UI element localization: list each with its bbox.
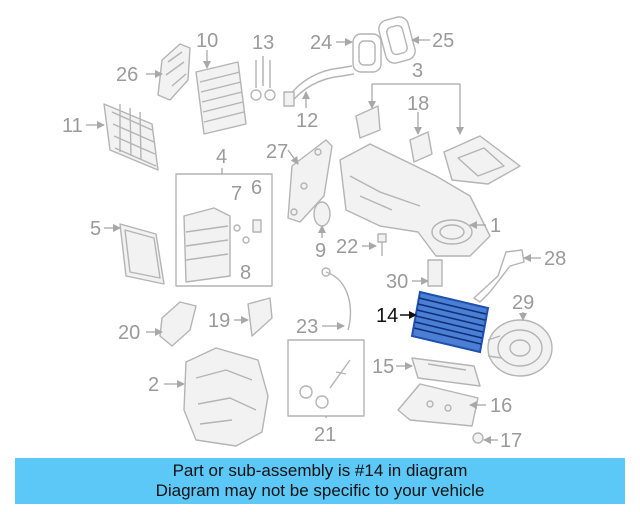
callout-5: 5 <box>90 218 101 240</box>
part-26-bracket <box>157 43 191 101</box>
callout-4: 4 <box>216 146 227 168</box>
callout-27: 27 <box>266 141 288 163</box>
callout-22: 22 <box>336 236 358 258</box>
part-24-gasket <box>352 33 382 73</box>
info-banner: Part or sub-assembly is #14 in diagram D… <box>15 458 625 504</box>
callout-21: 21 <box>314 424 336 446</box>
callout-6: 6 <box>251 177 262 199</box>
callout-16: 16 <box>490 395 512 417</box>
callout-labels: 26 10 13 12 24 25 3 18 11 27 4 7 6 1 9 2… <box>62 30 566 452</box>
part-18-actuator <box>409 131 433 163</box>
callout-25: 25 <box>432 30 454 52</box>
part-20-actuator <box>159 301 197 347</box>
callout-9: 9 <box>315 240 326 262</box>
part-3-upper-housing <box>355 105 521 185</box>
callout-3: 3 <box>412 60 423 82</box>
banner-line-1: Part or sub-assembly is #14 in diagram <box>172 461 468 480</box>
part-17-screw <box>472 432 484 444</box>
part-23-hose <box>321 267 352 331</box>
callout-2: 2 <box>148 374 159 396</box>
part-28-bracket <box>473 249 525 303</box>
callout-18: 18 <box>407 93 429 115</box>
part-14-cabin-filter <box>410 290 490 354</box>
part-19-bracket <box>247 297 273 337</box>
callout-26: 26 <box>116 64 138 86</box>
callout-17: 17 <box>500 430 522 452</box>
callout-14: 14 <box>376 305 398 327</box>
callout-20: 20 <box>118 322 140 344</box>
callout-30: 30 <box>386 271 408 293</box>
callout-12: 12 <box>296 110 318 132</box>
part-5-filter <box>119 223 165 285</box>
callout-28: 28 <box>544 248 566 270</box>
part-13-valve <box>250 60 276 101</box>
callout-15: 15 <box>372 356 394 378</box>
part-21-box <box>287 339 365 417</box>
banner-line-2: Diagram may not be specific to your vehi… <box>155 481 485 500</box>
parts-diagram: 26 10 13 12 24 25 3 18 11 27 4 7 6 1 9 2… <box>62 16 566 452</box>
callout-10: 10 <box>196 30 218 52</box>
part-29-blower-motor <box>487 319 553 377</box>
part-1-hvac-housing <box>339 143 491 257</box>
callout-13: 13 <box>252 32 274 54</box>
part-12-pipes <box>283 65 355 107</box>
callout-11: 11 <box>62 115 83 137</box>
callout-19: 19 <box>208 310 230 332</box>
callout-7: 7 <box>231 183 242 205</box>
part-30-sensor <box>427 259 443 287</box>
leader-lines <box>86 36 541 444</box>
callout-1: 1 <box>490 215 501 237</box>
callout-23: 23 <box>296 316 318 338</box>
part-2-lower-housing <box>183 347 269 447</box>
callout-29: 29 <box>512 292 534 314</box>
part-15-filter-cover <box>411 357 481 387</box>
part-27-bracket <box>287 139 333 223</box>
callout-24: 24 <box>310 32 332 54</box>
part-25-gasket <box>378 16 416 64</box>
part-11-heater-core <box>103 103 159 171</box>
callout-8: 8 <box>240 262 251 284</box>
part-16-lower-cover <box>397 383 479 427</box>
part-10-evaporator <box>195 61 247 135</box>
part-4-box <box>175 173 273 287</box>
part-22-bolt <box>377 233 387 256</box>
part-9-grommet <box>313 201 331 227</box>
